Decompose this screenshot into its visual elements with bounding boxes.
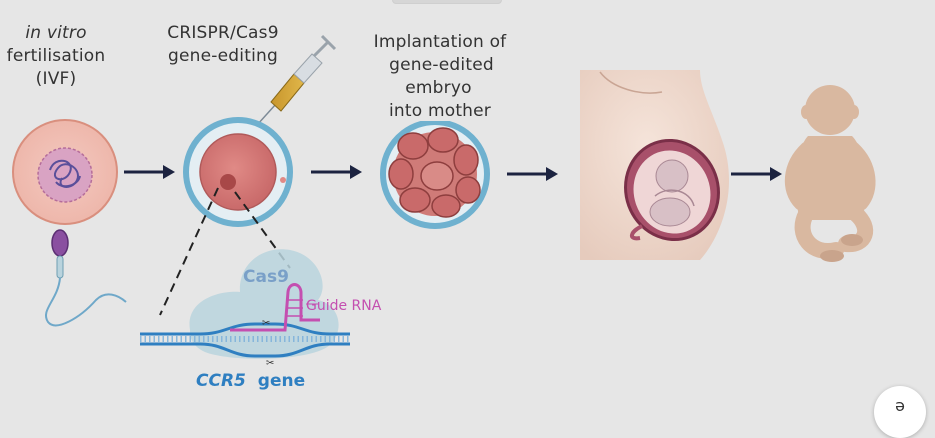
baby <box>784 85 876 262</box>
cas9-protein <box>189 249 339 359</box>
ivf-label-line3: (IVF) <box>35 69 77 89</box>
sperm-cell <box>45 229 127 327</box>
guide-rna-label: Guide RNA <box>306 298 382 314</box>
gene-label: CCR5 gene <box>196 371 305 391</box>
arrow-1 <box>124 165 175 179</box>
crispr-label: CRISPR/Cas9 gene-editing <box>163 22 283 68</box>
dna-double-helix <box>140 322 350 358</box>
corner-button-glyph: ǝ <box>895 396 905 415</box>
implant-label-line1: Implantation of <box>370 32 510 52</box>
implant-label: Implantation of gene-edited embryo into … <box>352 31 528 123</box>
gene-word: gene <box>258 371 305 391</box>
gene-name: CCR5 <box>196 371 246 391</box>
ivf-label: in vitro fertilisation (IVF) <box>0 22 112 91</box>
corner-action-button[interactable]: ǝ <box>874 386 926 438</box>
egg-cell <box>12 119 118 225</box>
scissors-icon-bottom: ✂ <box>266 358 274 369</box>
crispr-label-line1: CRISPR/Cas9 <box>167 23 279 43</box>
arrow-3 <box>507 167 558 181</box>
scissors-icon-top: ✂ <box>262 318 270 329</box>
arrow-4 <box>731 167 782 181</box>
pregnant-mother <box>580 70 730 260</box>
cas9-inset: Cas9 Guide RNA ✂ ✂ CCR5 gene <box>140 249 382 391</box>
ivf-label-line1: in vitro <box>25 23 87 43</box>
zygote-cell <box>183 117 293 227</box>
ivf-label-line2: fertilisation <box>6 46 106 66</box>
arrow-2 <box>311 165 362 179</box>
embryo <box>380 119 490 229</box>
implant-label-line2: gene-edited embryo <box>386 55 494 98</box>
crispr-label-line2: gene-editing <box>168 46 278 66</box>
guide-rna <box>230 283 320 332</box>
zoom-line-left <box>159 187 219 316</box>
implant-label-line3: into mother <box>385 101 495 121</box>
cas9-label: Cas9 <box>243 267 289 287</box>
diagram-canvas: Cas9 Guide RNA ✂ ✂ CCR5 gene <box>12 34 876 391</box>
